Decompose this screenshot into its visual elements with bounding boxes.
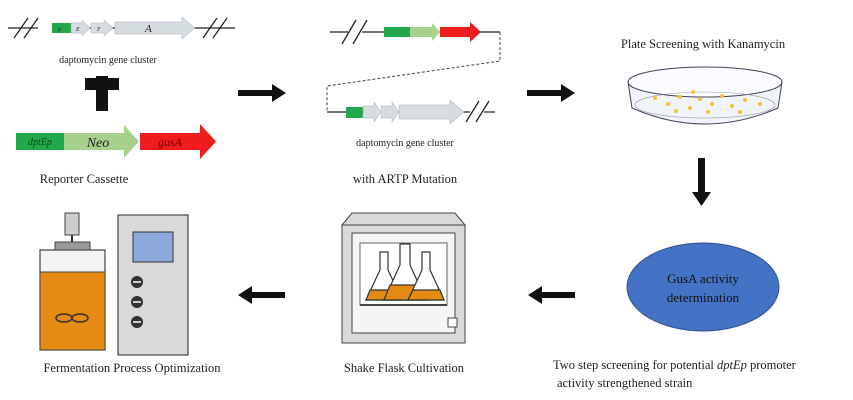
gene-f-label: F xyxy=(96,27,101,33)
gusa-line1: GusA activity xyxy=(667,271,739,286)
petri-dish-icon xyxy=(627,66,783,125)
gene-p-label: p xyxy=(57,27,61,33)
fermentation-label: Fermentation Process Optimization xyxy=(43,361,221,375)
plate-screening-label: Plate Screening with Kanamycin xyxy=(621,37,786,51)
shake-flask-label: Shake Flask Cultivation xyxy=(344,361,465,375)
gene-a-label: A xyxy=(144,23,152,35)
gene-f-arrow xyxy=(90,19,114,37)
fermentor-icon xyxy=(39,212,189,356)
mutated-cluster-label: daptomycin gene cluster xyxy=(356,138,454,149)
two-step-caption: Two step screening for potential dptEp p… xyxy=(553,358,797,372)
dptep-label: dptEp xyxy=(28,137,52,148)
reporter-cassette-label: Reporter Cassette xyxy=(40,172,129,186)
plus-icon xyxy=(85,76,119,111)
dptep-box xyxy=(16,133,64,150)
gusa-line2: determination xyxy=(667,290,740,305)
shaker-incubator-icon xyxy=(340,212,467,344)
mutated-gene-cluster xyxy=(326,19,501,125)
two-step-caption-line2: activity strengthened strain xyxy=(557,376,693,390)
gene-a-arrow xyxy=(114,16,196,40)
reporter-cassette: dptEp Neo gusA xyxy=(16,124,216,159)
promoter-box xyxy=(52,23,71,33)
gene-e-label: E xyxy=(75,27,80,33)
gusa-arrow xyxy=(140,124,216,159)
gusa-activity-ellipse: GusA activity determination xyxy=(626,242,780,332)
arrow-down-icon xyxy=(692,158,711,206)
neo-label: Neo xyxy=(86,136,110,151)
gusa-label: gusA xyxy=(158,135,183,149)
neo-arrow xyxy=(64,125,139,158)
arrow-left-icon xyxy=(528,286,575,304)
arrow-right-icon xyxy=(527,84,575,102)
gene-e-arrow xyxy=(70,19,91,37)
daptomycin-gene-cluster-wild: p E F A xyxy=(8,16,235,40)
artp-mutation-label: with ARTP Mutation xyxy=(353,172,458,186)
arrow-left-icon xyxy=(238,286,285,304)
arrow-right-icon xyxy=(238,84,286,102)
cluster-label: daptomycin gene cluster xyxy=(59,55,157,66)
